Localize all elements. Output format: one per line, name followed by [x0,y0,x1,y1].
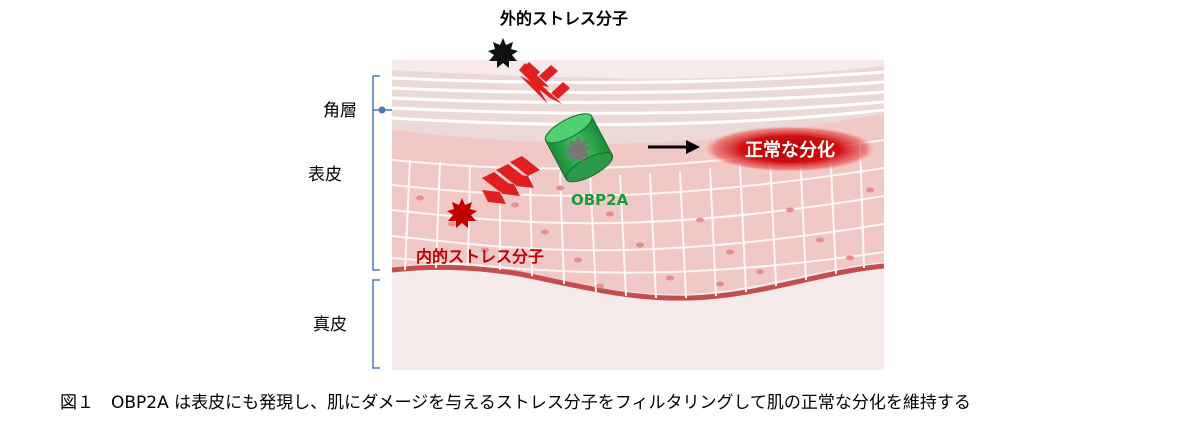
captured-stress-molecule-icon [565,136,591,163]
external-stress-molecule-icon [488,38,518,68]
internal-stress-arrow-icon [482,156,540,204]
label-internal-stress: 内的ストレス分子 [416,247,544,266]
basal-membrane [392,263,884,301]
label-normal-differentiation: 正常な分化 [745,139,835,161]
layer-bracket [372,75,392,369]
label-stratum-corneum: 角層 [323,101,357,121]
corneum-lines [392,70,884,127]
label-epidermis: 表皮 [308,165,342,185]
figure-caption: 図１ OBP2A は表皮にも発現し、肌にダメージを与えるストレス分子をフィルタリ… [60,393,971,413]
internal-stress-molecule-icon [447,198,477,228]
skin-cross-section [392,60,884,370]
normal-differentiation-badge [700,125,880,173]
label-obp2a: OBP2A [571,191,629,209]
result-arrow-icon [648,140,700,154]
label-dermis: 真皮 [313,315,347,335]
external-stress-arrow-icon [519,62,570,104]
label-external-stress: 外的ストレス分子 [499,9,628,28]
corneum-marker-dot [378,106,386,114]
cell-nuclei [416,185,874,289]
